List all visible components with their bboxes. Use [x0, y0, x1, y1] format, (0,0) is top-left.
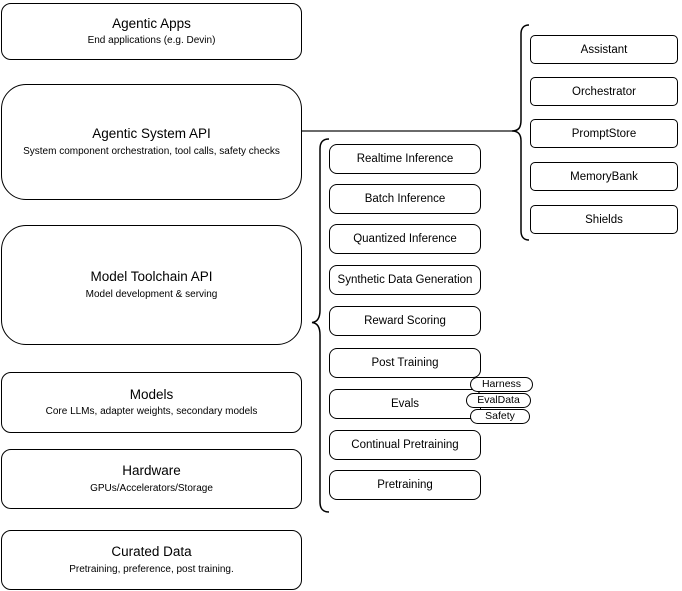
toolchain-item-realtime-inference: Realtime Inference [329, 144, 481, 174]
toolchain-item-pretraining: Pretraining [329, 470, 481, 500]
eval-tag-safety: Safety [470, 409, 530, 424]
toolchain-item-synthetic-data-generation: Synthetic Data Generation [329, 265, 481, 295]
box-curated-data: Curated Data Pretraining, preference, po… [1, 530, 302, 590]
box-subtitle: Model development & serving [85, 288, 218, 300]
toolchain-item-post-training: Post Training [329, 348, 481, 378]
system-component-promptstore: PromptStore [530, 119, 678, 148]
toolchain-brace [311, 138, 330, 513]
box-title: Agentic System API [92, 126, 211, 142]
box-subtitle: GPUs/Accelerators/Storage [90, 482, 213, 494]
toolchain-item-continual-pretraining: Continual Pretraining [329, 430, 481, 460]
system-component-shields: Shields [530, 205, 678, 234]
system-component-memorybank: MemoryBank [530, 162, 678, 191]
box-title: Agentic Apps [112, 15, 191, 31]
eval-tag-harness: Harness [470, 377, 533, 392]
box-title: Model Toolchain API [90, 269, 213, 285]
box-agentic-system-api: Agentic System API System component orch… [1, 84, 302, 200]
system-component-assistant: Assistant [530, 35, 678, 64]
box-agentic-apps: Agentic Apps End applications (e.g. Devi… [1, 3, 302, 60]
box-title: Curated Data [111, 544, 192, 560]
toolchain-item-reward-scoring: Reward Scoring [329, 306, 481, 336]
box-models: Models Core LLMs, adapter weights, secon… [1, 372, 302, 433]
system-component-orchestrator: Orchestrator [530, 77, 678, 106]
system-components-brace [511, 24, 530, 241]
box-subtitle: End applications (e.g. Devin) [87, 35, 216, 47]
toolchain-item-batch-inference: Batch Inference [329, 184, 481, 214]
box-subtitle: Core LLMs, adapter weights, secondary mo… [45, 406, 258, 418]
box-hardware: Hardware GPUs/Accelerators/Storage [1, 449, 302, 509]
box-subtitle: Pretraining, preference, post training. [69, 563, 234, 575]
toolchain-item-evals: Evals [329, 389, 481, 419]
box-model-toolchain-api: Model Toolchain API Model development & … [1, 225, 302, 345]
box-title: Hardware [122, 463, 181, 479]
toolchain-item-quantized-inference: Quantized Inference [329, 224, 481, 254]
box-subtitle: System component orchestration, tool cal… [23, 145, 280, 157]
box-title: Models [129, 386, 174, 402]
eval-tag-evaldata: EvalData [466, 393, 531, 408]
